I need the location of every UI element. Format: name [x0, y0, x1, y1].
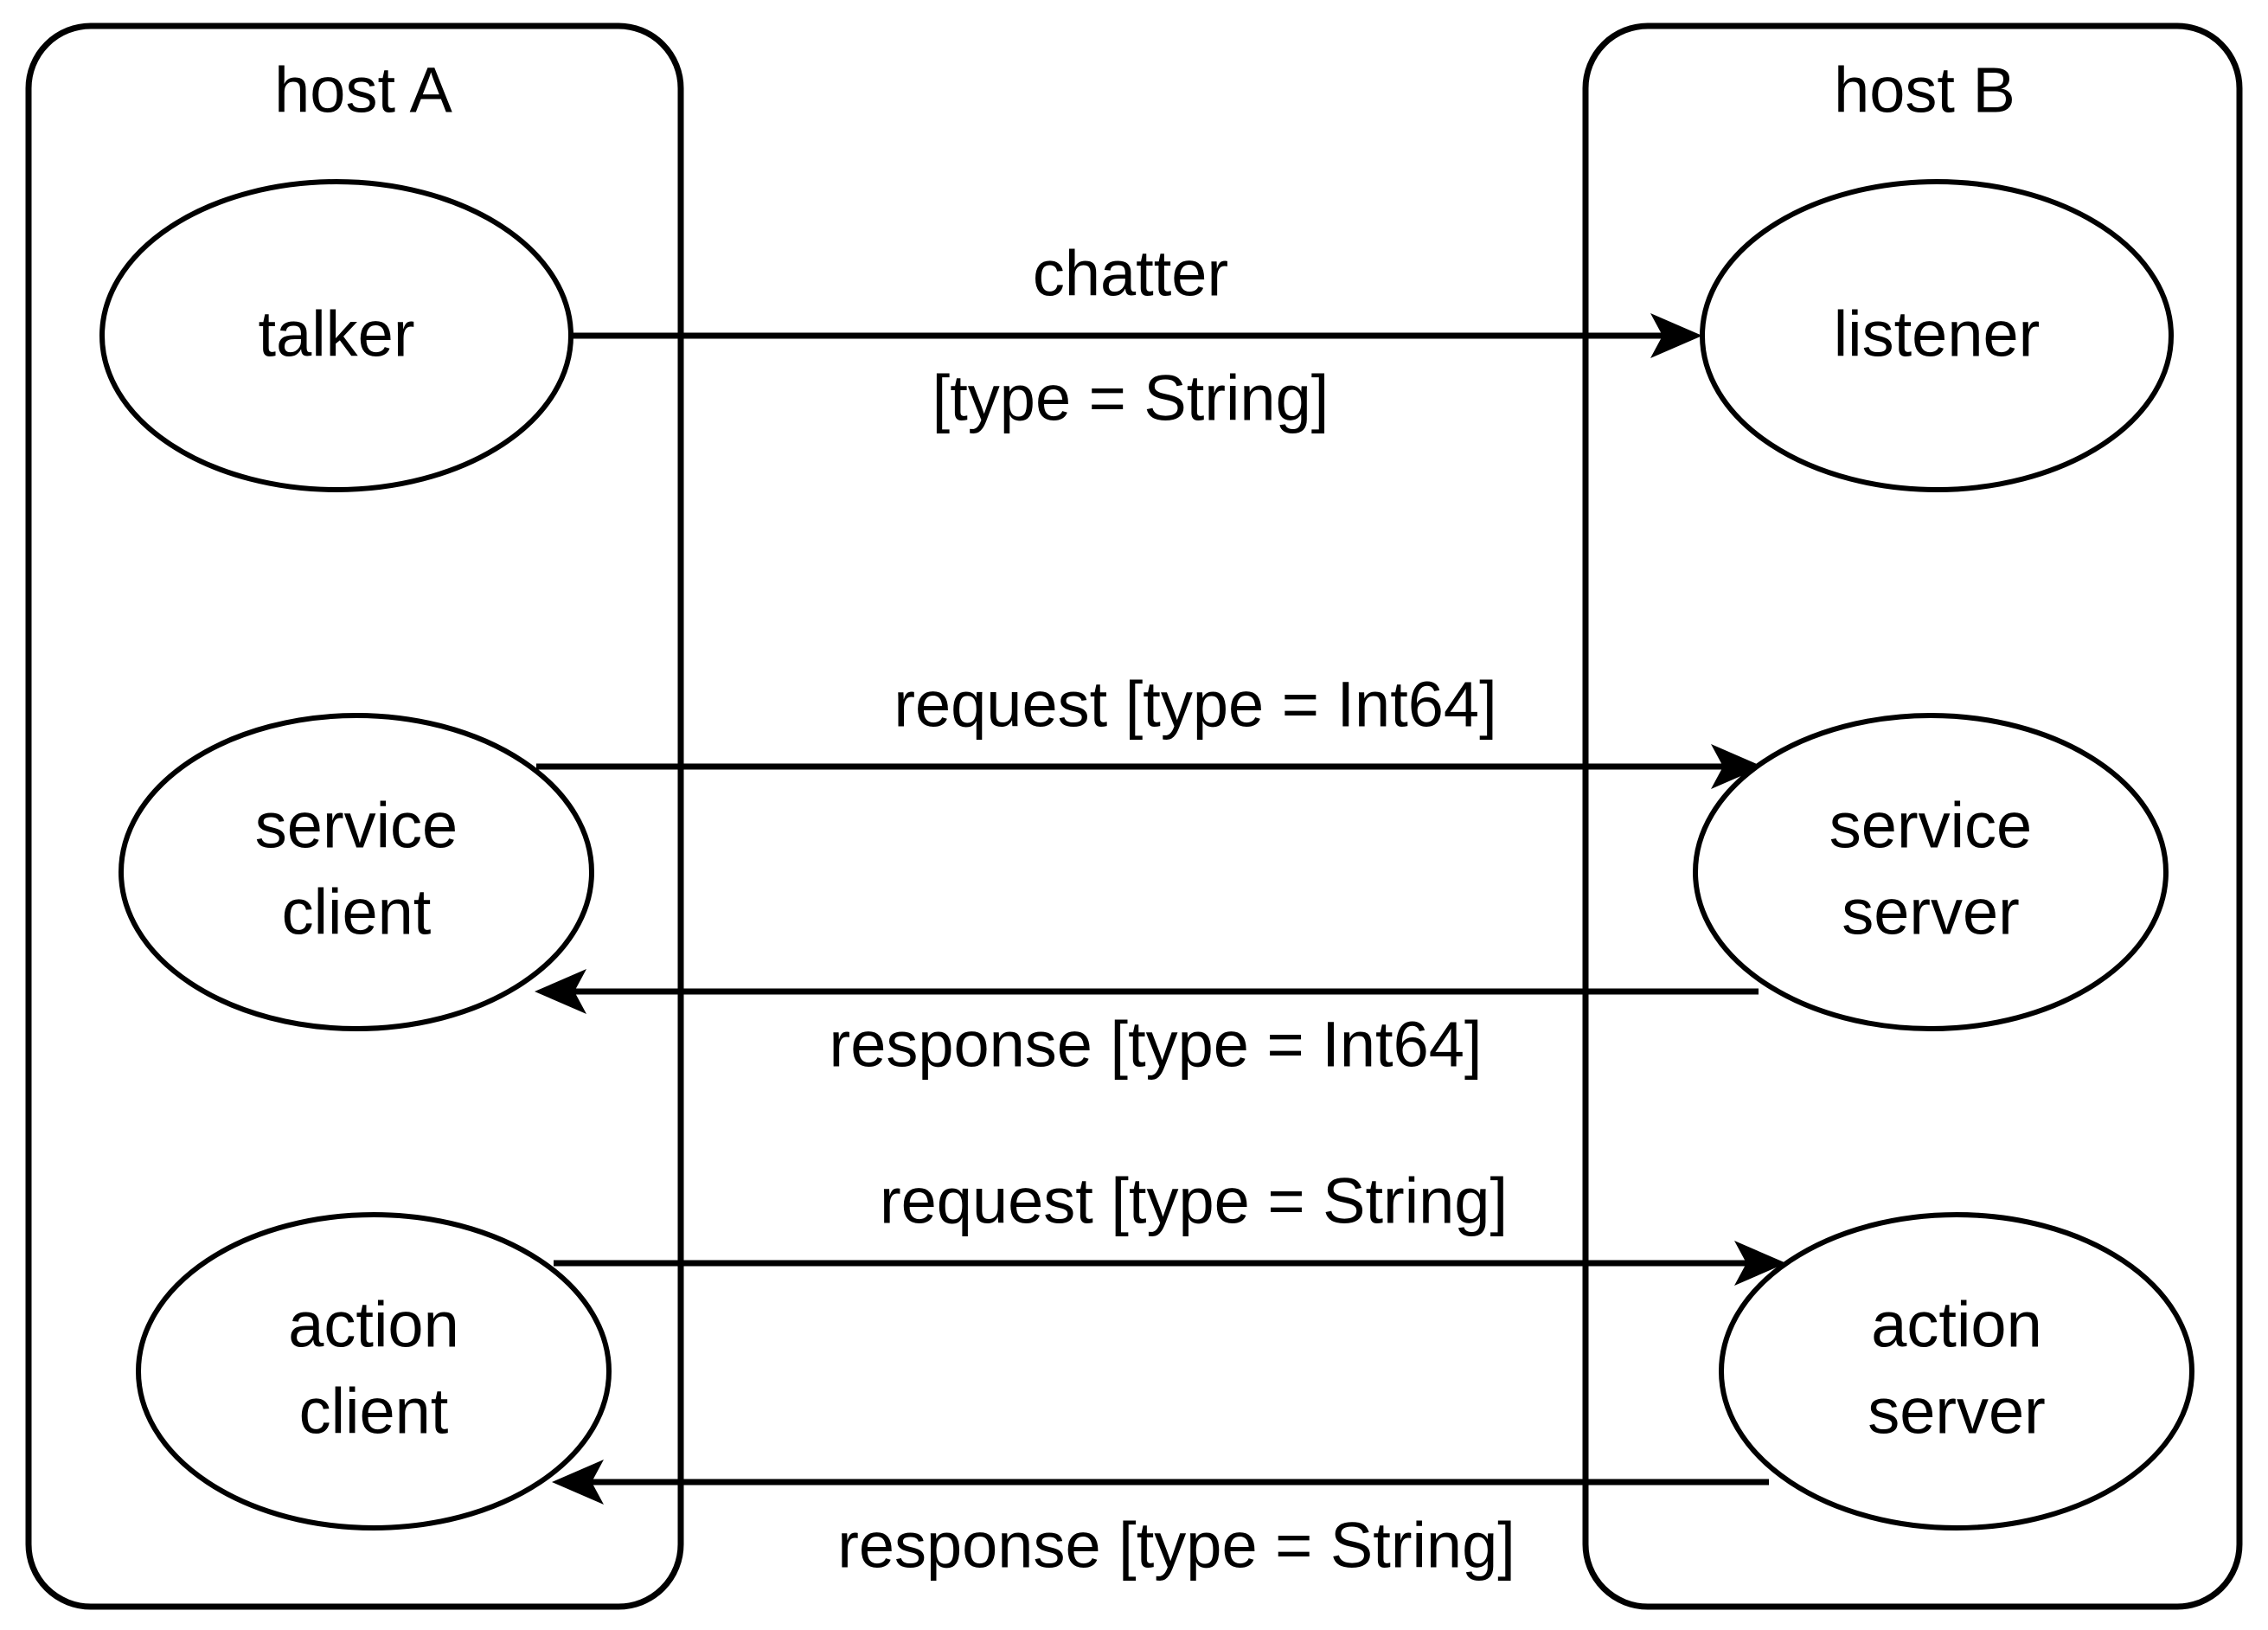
node-action-client-label-line1: action: [288, 1289, 458, 1361]
node-talker[interactable]: talker: [99, 179, 573, 492]
edge-chatter-label-above: chatter: [1033, 238, 1228, 310]
node-listener[interactable]: listener: [1700, 179, 2174, 492]
host-a-boundary[interactable]: [25, 22, 684, 1610]
node-service-client-label-line1: service: [255, 790, 458, 862]
node-action-client-shape[interactable]: [136, 1212, 612, 1531]
host-a-label: host A: [274, 55, 452, 126]
edge-chatter-arrowhead-icon: [1650, 313, 1702, 358]
node-service-client[interactable]: service client: [119, 713, 594, 1031]
host-b-boundary[interactable]: [1582, 22, 2243, 1610]
node-service-client-shape[interactable]: [119, 713, 594, 1031]
edge-service-request[interactable]: request [type = Int64]: [536, 669, 1763, 789]
host-b-label: host B: [1834, 55, 2015, 126]
node-service-server-shape[interactable]: [1693, 713, 2169, 1031]
edge-service-request-label: request [type = Int64]: [894, 669, 1496, 741]
edge-action-request-label: request [type = String]: [880, 1165, 1508, 1237]
host-b-group[interactable]: host B: [1582, 22, 2243, 1610]
edge-action-response-arrowhead-icon: [552, 1460, 604, 1505]
edge-service-response-arrowhead-icon: [535, 969, 586, 1014]
edge-action-response-label: response [type = String]: [837, 1510, 1515, 1582]
node-service-server[interactable]: service server: [1693, 713, 2169, 1031]
node-service-server-label-line2: server: [1842, 876, 2020, 948]
node-action-server-label-line1: action: [1871, 1289, 2041, 1361]
node-action-client-label-line2: client: [299, 1376, 449, 1447]
edge-action-response[interactable]: response [type = String]: [552, 1460, 1769, 1582]
node-listener-shape[interactable]: [1700, 179, 2174, 492]
node-service-server-label-line1: service: [1829, 790, 2032, 862]
node-action-server-label-line2: server: [1868, 1376, 2046, 1447]
edge-service-response[interactable]: response [type = Int64]: [535, 969, 1759, 1081]
edge-chatter[interactable]: chatter [type = String]: [571, 238, 1702, 434]
edge-chatter-label-below: [type = String]: [932, 363, 1329, 434]
node-talker-label: talker: [259, 298, 415, 370]
edge-service-request-arrowhead-icon: [1711, 744, 1763, 789]
host-a-group[interactable]: host A: [25, 22, 684, 1610]
node-action-server[interactable]: action server: [1719, 1212, 2194, 1531]
edge-action-request-arrowhead-icon: [1734, 1241, 1786, 1286]
node-action-client[interactable]: action client: [136, 1212, 612, 1531]
node-talker-shape[interactable]: [99, 179, 573, 492]
node-service-client-label-line2: client: [282, 876, 432, 948]
edge-service-response-label: response [type = Int64]: [830, 1009, 1483, 1081]
node-action-server-shape[interactable]: [1719, 1212, 2194, 1531]
edge-action-request[interactable]: request [type = String]: [554, 1165, 1786, 1286]
node-listener-label: listener: [1834, 298, 2041, 370]
